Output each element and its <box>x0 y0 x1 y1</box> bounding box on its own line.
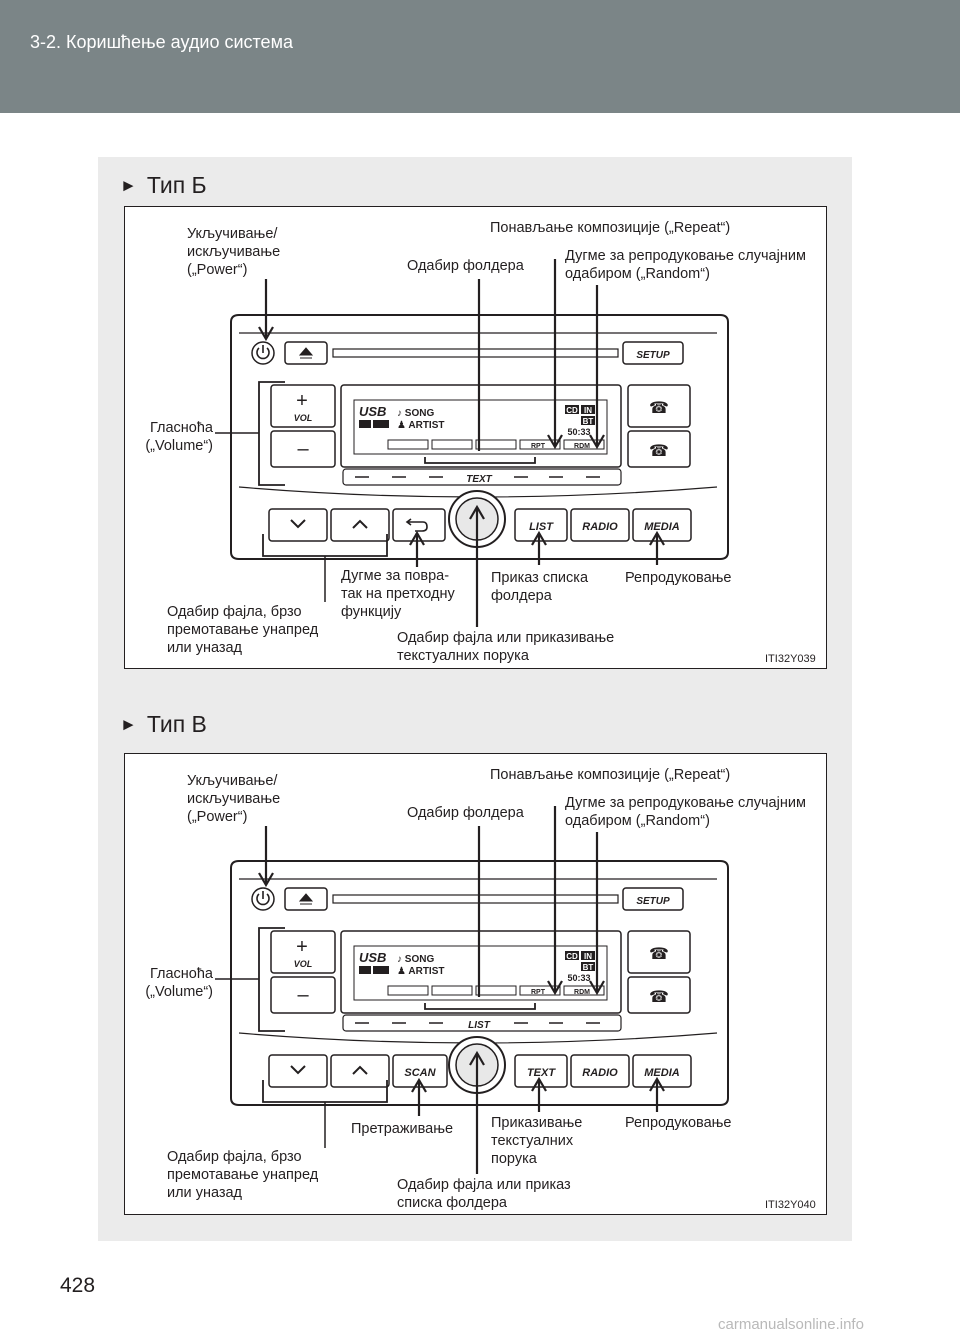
radio-button <box>570 1054 630 1088</box>
svg-text:VOL: VOL <box>294 413 313 423</box>
scan-label: Претраживање <box>351 1121 454 1137</box>
svg-text:RDM: RDM <box>574 989 590 996</box>
figure-type-v: SETUP + VOL – USB ♪ SONG ♟ ARTIST CD IN … <box>124 753 827 1215</box>
svg-text:SETUP: SETUP <box>636 896 670 907</box>
cd-slot <box>332 348 619 358</box>
svg-text:+: + <box>296 936 308 958</box>
folder-select-label: Одабир фолдера <box>407 805 524 821</box>
svg-text:USB: USB <box>359 404 386 419</box>
svg-text:–: – <box>297 984 309 1006</box>
svg-text:USB: USB <box>359 950 386 965</box>
radio-button <box>570 508 630 542</box>
text-button <box>514 1054 568 1088</box>
svg-text:TEXT: TEXT <box>466 474 492 485</box>
svg-text:–: – <box>297 438 309 460</box>
svg-text:☎: ☎ <box>649 946 669 963</box>
section-heading-b: ► Тип Б <box>120 172 207 199</box>
svg-text:☎: ☎ <box>649 400 669 417</box>
svg-text:RADIO: RADIO <box>582 521 618 533</box>
svg-text:MEDIA: MEDIA <box>644 521 680 533</box>
play-label: Репродуковање <box>625 1115 732 1131</box>
folder-select-label: Одабир фолдера <box>407 258 524 274</box>
seek-down-button <box>268 1054 328 1088</box>
svg-text:MEDIA: MEDIA <box>644 1067 680 1079</box>
volume-down-button <box>270 976 336 1014</box>
svg-text:☎: ☎ <box>649 989 669 1006</box>
header-title: 3-2. Коришћење аудио система <box>30 32 293 52</box>
setup-button <box>622 887 684 911</box>
power-label: Укључивање/искључивање(„Power“) <box>187 773 281 825</box>
svg-text:RADIO: RADIO <box>582 1067 618 1079</box>
svg-text:CD: CD <box>566 952 578 961</box>
svg-text:50:33: 50:33 <box>567 427 590 437</box>
svg-text:IN: IN <box>584 406 592 415</box>
figure-code: ITI32Y040 <box>765 1199 816 1211</box>
volume-up-button <box>270 930 336 974</box>
section-title: Тип В <box>146 711 207 737</box>
svg-text:♟ ARTIST: ♟ ARTIST <box>397 966 444 977</box>
volume-label: Гласноћа(„Volume“) <box>145 420 213 454</box>
svg-text:RPT: RPT <box>531 989 546 996</box>
page-number: 428 <box>60 1274 96 1297</box>
repeat-label: Понављање композиције („Repeat“) <box>490 767 731 783</box>
phone-pickup-button <box>627 384 691 428</box>
svg-text:50:33: 50:33 <box>567 973 590 983</box>
audio-unit-drawing: SETUP + VOL – USB ♪ SONG ♟ ARTIST CD IN … <box>215 259 729 627</box>
triangle-bullet-icon: ► <box>120 176 137 195</box>
list-button <box>514 508 568 542</box>
svg-text:♪ SONG: ♪ SONG <box>397 408 434 419</box>
svg-text:LIST: LIST <box>468 1020 491 1031</box>
watermark: carmanualsonline.info <box>718 1316 864 1333</box>
svg-text:♟ ARTIST: ♟ ARTIST <box>397 420 444 431</box>
svg-text:TEXT: TEXT <box>527 1067 556 1079</box>
phone-hangup-button <box>627 976 691 1014</box>
phone-pickup-button <box>627 930 691 974</box>
svg-text:CD: CD <box>566 406 578 415</box>
figure-code: ITI32Y039 <box>765 653 816 665</box>
volume-label: Гласноћа(„Volume“) <box>145 966 213 1000</box>
seek-up-button <box>330 1054 390 1088</box>
seek-up-button <box>330 508 390 542</box>
setup-button <box>622 341 684 365</box>
section-title: Тип Б <box>146 172 207 198</box>
svg-text:RDM: RDM <box>574 443 590 450</box>
volume-up-button <box>270 384 336 428</box>
cd-slot <box>332 894 619 904</box>
svg-text:☎: ☎ <box>649 443 669 460</box>
svg-text:BT: BT <box>583 963 594 972</box>
seek-down-button <box>268 508 328 542</box>
power-label: Укључивање/искључивање(„Power“) <box>187 226 281 278</box>
svg-text:LIST: LIST <box>529 521 554 533</box>
svg-text:SETUP: SETUP <box>636 350 670 361</box>
svg-text:RPT: RPT <box>531 443 546 450</box>
svg-text:BT: BT <box>583 417 594 426</box>
svg-text:VOL: VOL <box>294 959 313 969</box>
back-button <box>392 508 446 542</box>
svg-text:♪ SONG: ♪ SONG <box>397 954 434 965</box>
volume-down-button <box>270 430 336 468</box>
phone-hangup-button <box>627 430 691 468</box>
svg-text:SCAN: SCAN <box>404 1067 436 1079</box>
section-heading-v: ► Тип В <box>120 711 207 738</box>
triangle-bullet-icon: ► <box>120 715 137 734</box>
svg-text:IN: IN <box>584 952 592 961</box>
svg-text:+: + <box>296 390 308 412</box>
page-header: 3-2. Коришћење аудио система <box>0 0 960 113</box>
repeat-label: Понављање композиције („Repeat“) <box>490 220 731 236</box>
play-label: Репродуковање <box>625 570 732 586</box>
figure-type-b: SETUP + VOL – USB ♪ SONG ♟ ARTIST CD IN … <box>124 206 827 669</box>
audio-unit-drawing: SETUP + VOL – USB ♪ SONG ♟ ARTIST CD IN … <box>215 806 729 1174</box>
